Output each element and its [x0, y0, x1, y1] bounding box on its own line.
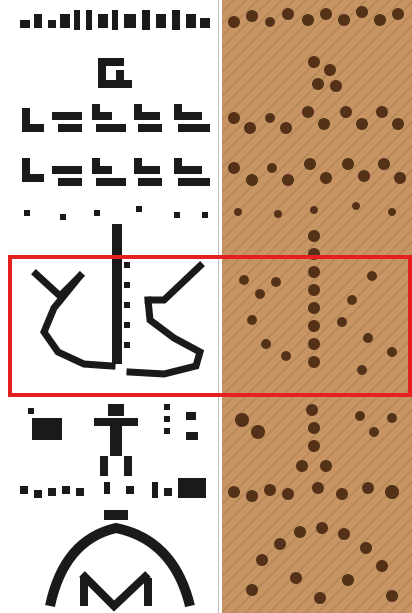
telescope-dish-outline [50, 528, 190, 606]
middle-bracket-row-glyph [22, 158, 210, 220]
human-figure-glyph [28, 404, 198, 476]
upper-bracket-row-glyph [22, 104, 210, 132]
top-dotted-row-glyph [20, 10, 210, 30]
bottom-dotted-row-glyph [20, 478, 206, 498]
small-square-glyph [98, 58, 132, 88]
helix-highlight-box [8, 255, 412, 397]
telescope-dish-glyph [104, 510, 128, 520]
